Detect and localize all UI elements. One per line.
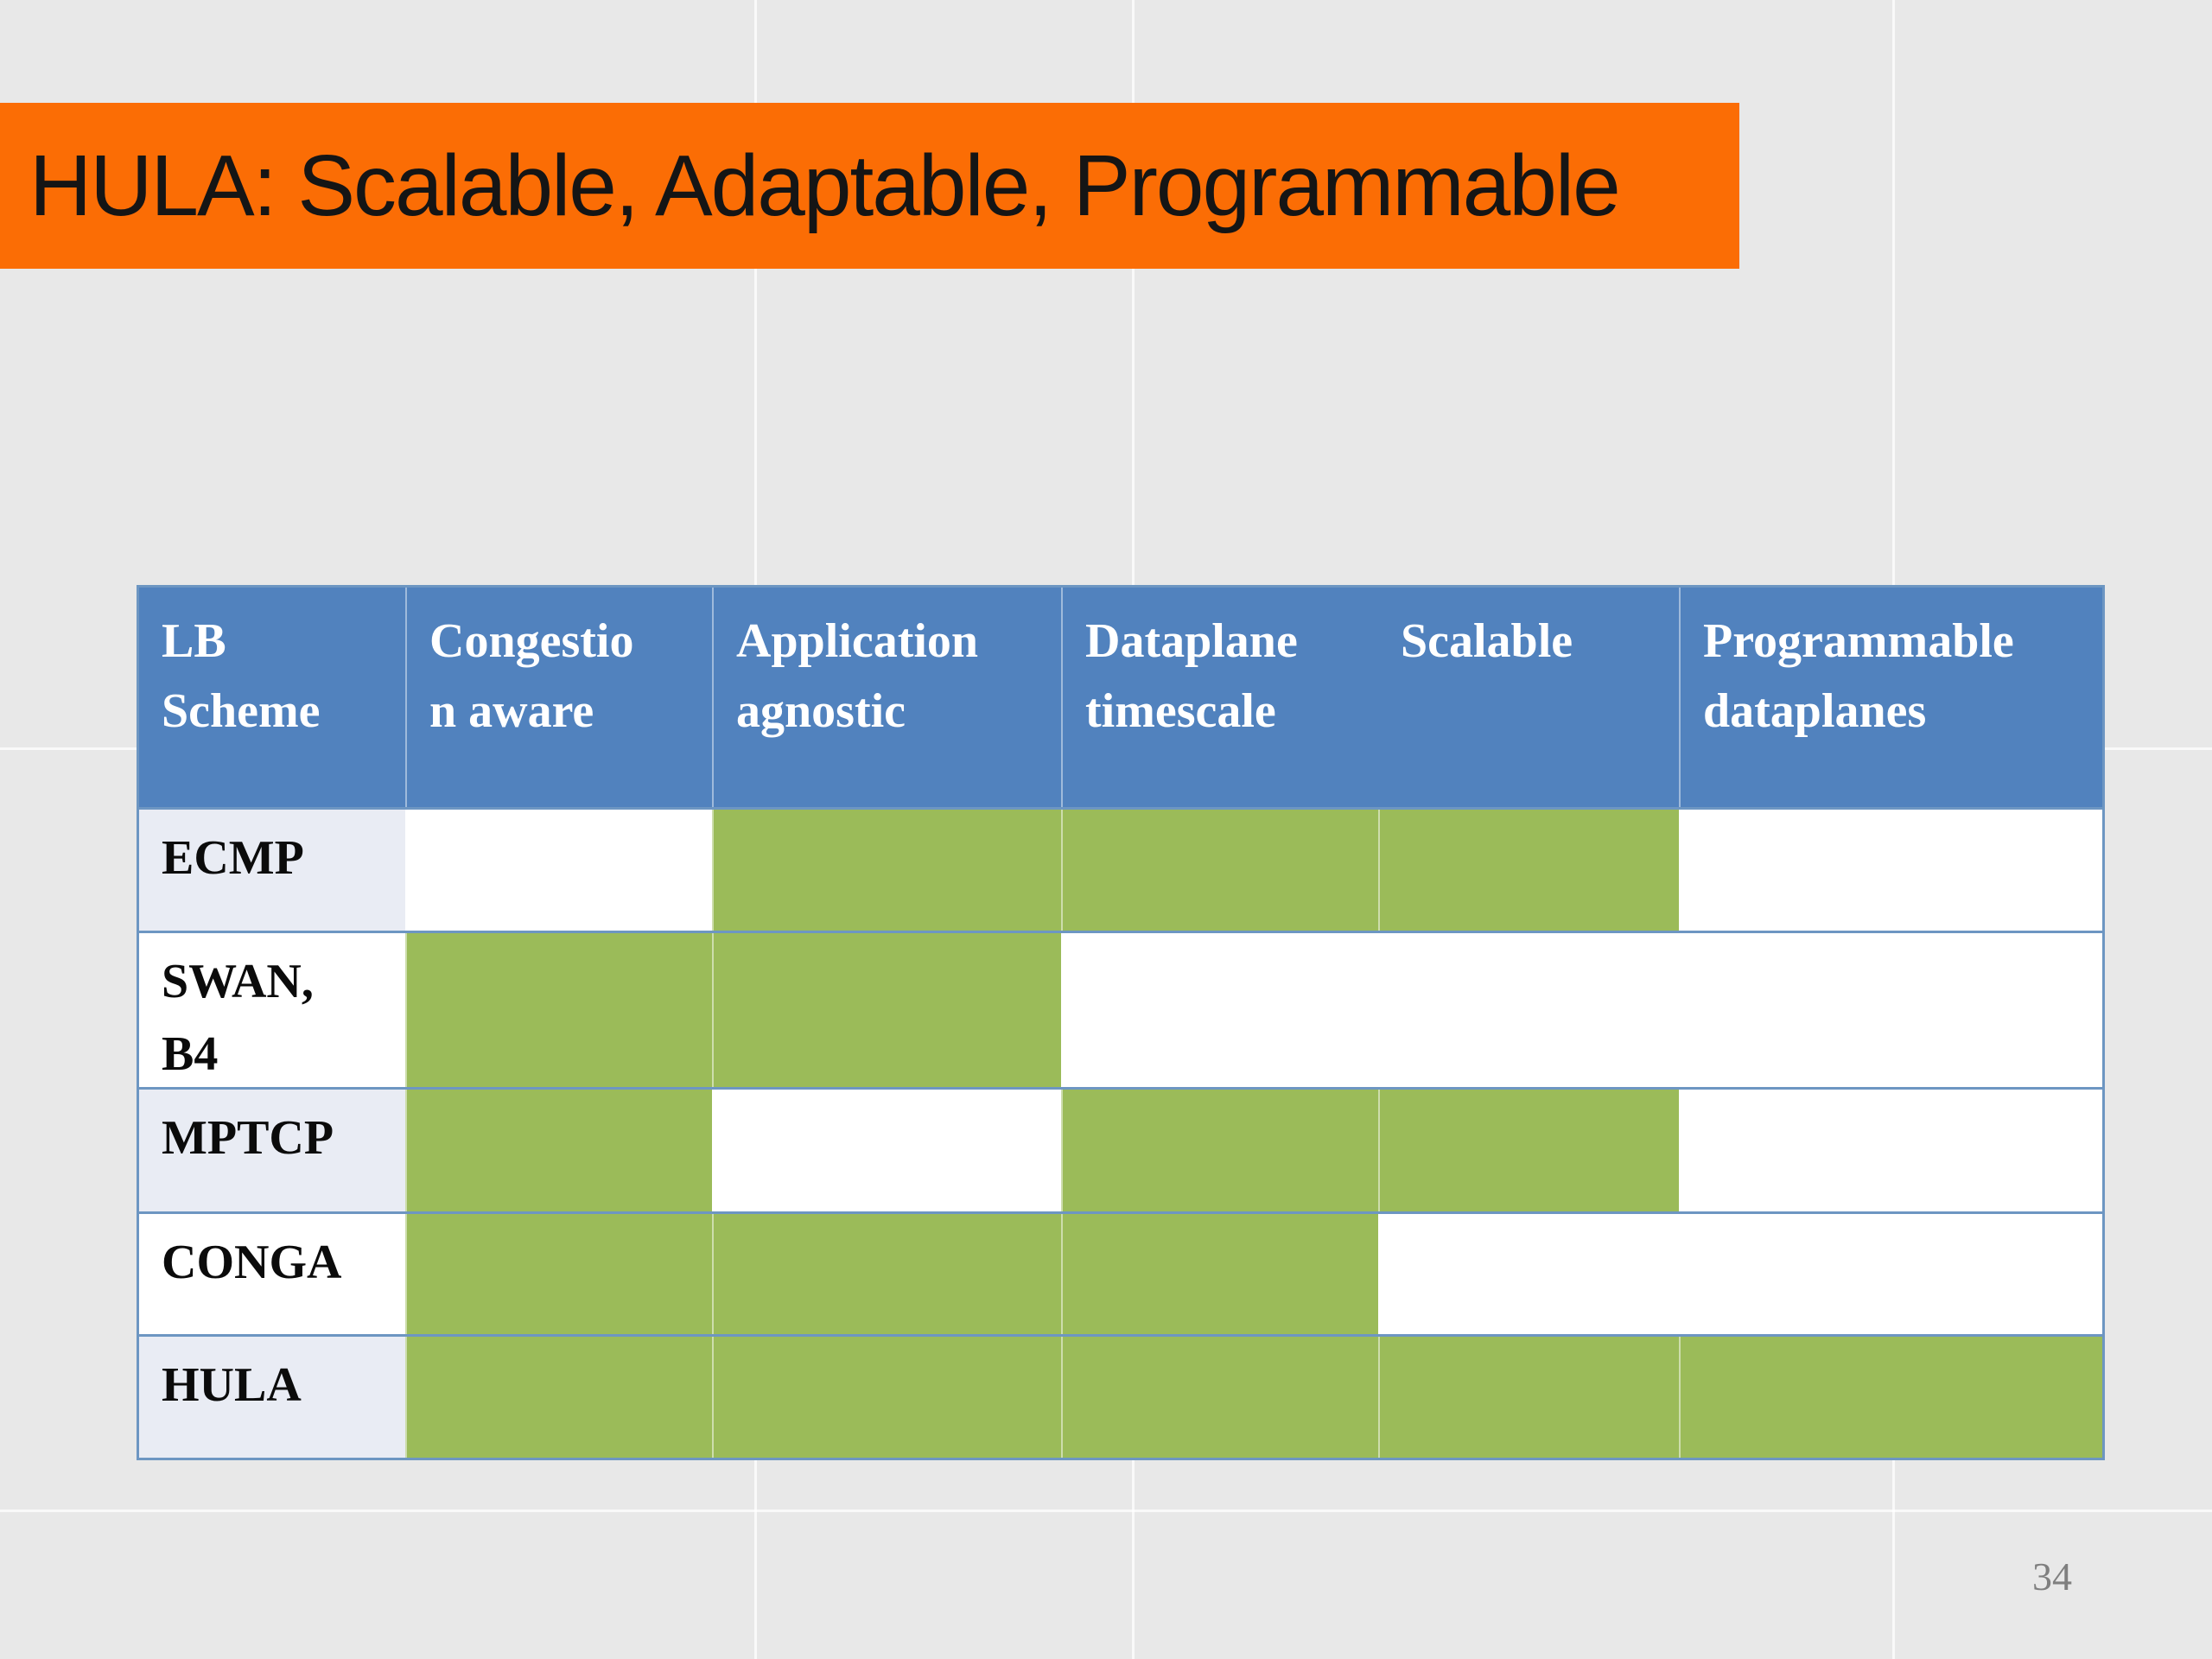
- background-grid-hline-2: [0, 1510, 2212, 1512]
- column-header-congestion-aware: Congestio n aware: [405, 588, 712, 807]
- table-row-hula: HULA: [139, 1334, 2102, 1458]
- column-header-scalable: Scalable: [1401, 614, 1573, 668]
- slide-title: HULA: Scalable, Adaptable, Programmable: [29, 137, 1621, 234]
- table-row-ecmp: ECMP: [139, 807, 2102, 931]
- lb-comparison-table: LB Scheme Congestio n aware Application …: [137, 585, 2105, 1460]
- feature-cell: [1061, 1214, 1378, 1334]
- feature-cell: [712, 933, 1061, 1090]
- row-label-hula: HULA: [139, 1337, 405, 1458]
- feature-cell: [712, 1337, 1061, 1458]
- feature-cell: [1378, 1214, 1679, 1334]
- row-label-mptcp: MPTCP: [139, 1090, 405, 1211]
- column-header-dataplane-timescale: Dataplane timescale: [1061, 588, 1378, 807]
- feature-cell: [1679, 810, 2102, 931]
- feature-cell: [405, 1214, 712, 1334]
- feature-cell: [1679, 1214, 2102, 1334]
- title-banner: HULA: Scalable, Adaptable, Programmable: [0, 103, 1739, 269]
- page-number: 34: [2032, 1554, 2072, 1599]
- table-row-conga: CONGA: [139, 1211, 2102, 1334]
- row-label-conga: CONGA: [139, 1214, 405, 1334]
- feature-cell: [712, 1090, 1061, 1211]
- feature-cell: [1378, 810, 1679, 931]
- feature-cell: [1679, 1090, 2102, 1211]
- feature-cell: [405, 1337, 712, 1458]
- column-header-lb-scheme: LB Scheme: [162, 614, 321, 739]
- feature-cell: [1061, 810, 1378, 931]
- feature-cell: [1378, 1337, 1679, 1458]
- feature-cell: [405, 933, 712, 1090]
- feature-cell: [405, 1090, 712, 1211]
- feature-cell: [1378, 933, 1679, 1090]
- feature-cell: [405, 810, 712, 931]
- feature-cell: [1061, 1090, 1378, 1211]
- feature-cell: [1061, 1337, 1378, 1458]
- feature-cell: [1679, 1337, 2102, 1458]
- feature-cell: [1378, 1090, 1679, 1211]
- column-header-programmable-dataplanes: Programmable dataplanes: [1679, 588, 2102, 807]
- table-header-row: LB Scheme Congestio n aware Application …: [139, 588, 2102, 807]
- feature-cell: [712, 810, 1061, 931]
- table-row-swan-b4: SWAN, B4: [139, 931, 2102, 1090]
- feature-cell: [1061, 933, 1378, 1090]
- row-label-ecmp: ECMP: [139, 810, 405, 931]
- table-row-mptcp: MPTCP: [139, 1087, 2102, 1211]
- feature-cell: [1679, 933, 2102, 1090]
- row-label-swan-b4: SWAN, B4: [139, 933, 405, 1090]
- feature-cell: [712, 1214, 1061, 1334]
- column-header-application-agnostic: Application agnostic: [712, 588, 1061, 807]
